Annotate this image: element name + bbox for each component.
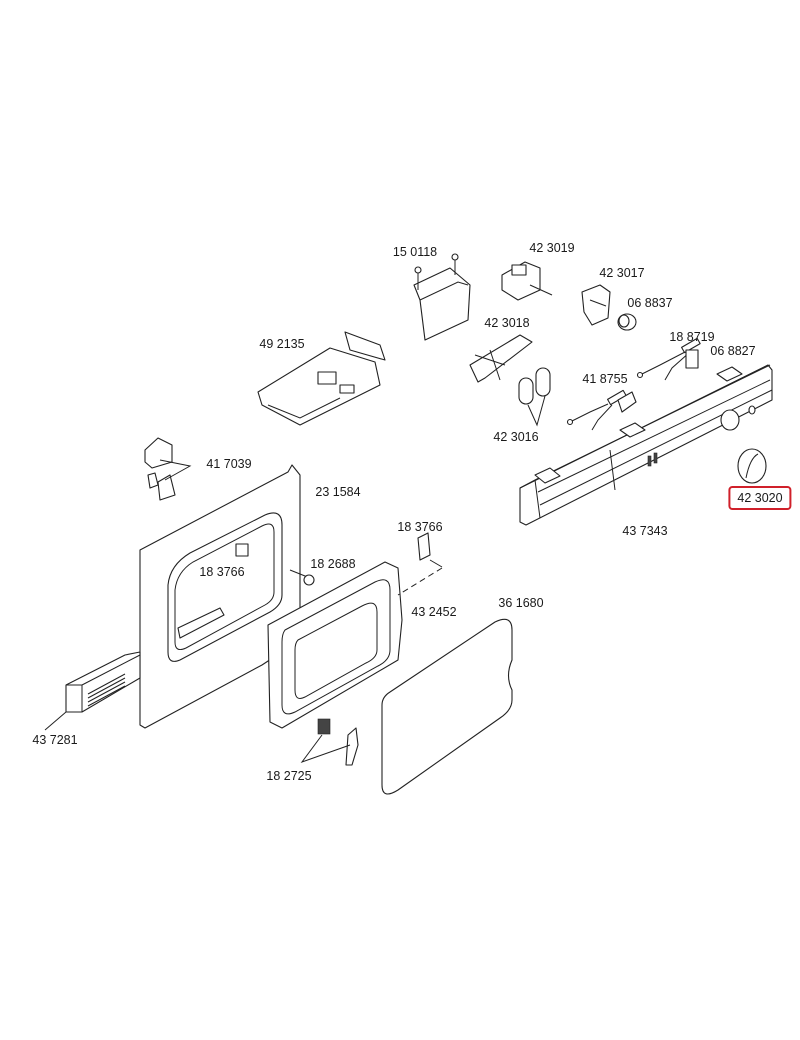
- part-vent-437281: [44, 651, 141, 731]
- part-label: 42 3017: [599, 266, 645, 280]
- part-circuit-board-492135: [257, 331, 386, 426]
- part-label: 43 7281: [32, 733, 78, 747]
- part-door-frame-432452: [267, 561, 403, 729]
- part-label: 06 8837: [627, 296, 673, 310]
- part-label: 49 2135: [259, 337, 305, 351]
- part-label: 43 2452: [411, 605, 457, 619]
- part-lamp-418755: [566, 389, 637, 431]
- part-switch-423017: [581, 284, 611, 326]
- part-cap-068837: [617, 313, 637, 331]
- part-label: 36 1680: [498, 596, 544, 610]
- part-label: 41 8755: [582, 372, 628, 386]
- part-knobs-423016: [518, 367, 551, 427]
- part-label: 42 3019: [529, 241, 575, 255]
- part-label: 18 2688: [310, 557, 356, 571]
- part-label: 18 3766: [199, 565, 245, 579]
- part-pin-182688: [289, 569, 315, 586]
- part-control-panel-437343: [519, 364, 773, 526]
- part-bracket-183766: [397, 532, 443, 596]
- part-switch-423018: [469, 334, 533, 383]
- part-lamp-188719: [636, 337, 701, 381]
- highlighted-part-label[interactable]: 42 3020: [728, 486, 792, 510]
- part-label: 06 8827: [710, 344, 756, 358]
- part-label: 42 3018: [484, 316, 530, 330]
- part-label: 18 3766: [397, 520, 443, 534]
- part-switch-423019: [501, 261, 553, 301]
- part-door-361680: [381, 618, 513, 795]
- part-label: 41 7039: [206, 457, 252, 471]
- part-label: 18 2725: [266, 769, 312, 783]
- part-knob-423020: [737, 448, 767, 484]
- part-bracket-150118: [413, 253, 471, 341]
- part-hinge-417039: [144, 437, 192, 501]
- part-latch-182725: [300, 718, 359, 766]
- part-label: 43 7343: [622, 524, 668, 538]
- part-front-panel-231584: [139, 464, 301, 729]
- part-label: 18 8719: [669, 330, 715, 344]
- part-label: 23 1584: [315, 485, 361, 499]
- part-label: 42 3016: [493, 430, 539, 444]
- part-label: 15 0118: [392, 245, 438, 259]
